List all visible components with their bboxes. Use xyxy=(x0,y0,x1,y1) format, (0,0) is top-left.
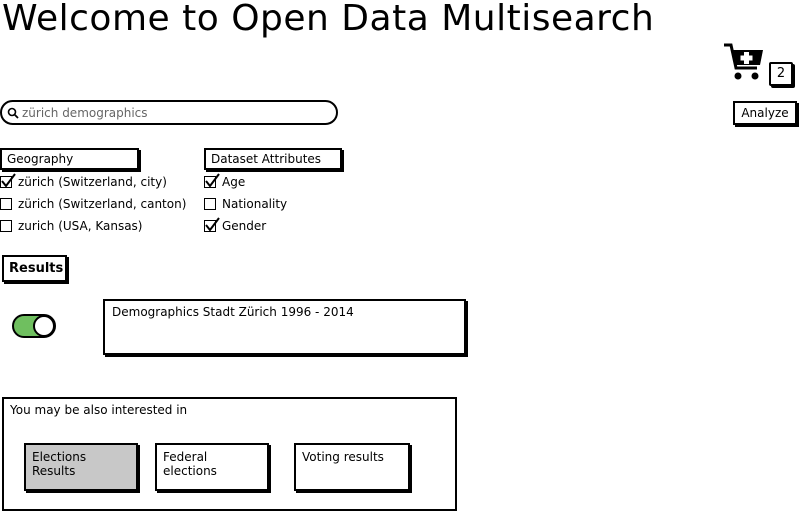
search-input[interactable] xyxy=(22,105,322,120)
page-title: Welcome to Open Data Multisearch xyxy=(2,0,655,39)
attribute-option[interactable]: Age xyxy=(204,171,364,193)
geography-option[interactable]: zurich (USA, Kansas) xyxy=(0,215,200,237)
geography-option[interactable]: zürich (Switzerland, city) xyxy=(0,171,200,193)
checkbox-checked[interactable] xyxy=(204,217,220,232)
analyze-button[interactable]: Analyze xyxy=(733,101,797,125)
search-icon xyxy=(7,107,19,119)
checkbox-checked[interactable] xyxy=(204,173,220,188)
suggestion-card[interactable]: Voting results xyxy=(294,443,410,491)
cart-icon[interactable] xyxy=(723,42,765,82)
suggestions-label: You may be also interested in xyxy=(10,403,188,417)
attribute-option-label: Gender xyxy=(222,219,267,233)
search-bar[interactable] xyxy=(0,100,338,125)
checkbox-unchecked[interactable] xyxy=(0,220,12,232)
attribute-option[interactable]: Gender xyxy=(204,215,364,237)
geography-option-label: zürich (Switzerland, city) xyxy=(18,175,167,189)
geography-option-label: zürich (Switzerland, canton) xyxy=(18,197,187,211)
suggestion-label: Federal elections xyxy=(163,450,217,478)
suggestion-card[interactable]: Federal elections xyxy=(155,443,269,491)
suggestion-label: Voting results xyxy=(302,450,384,464)
result-title: Demographics Stadt Zürich 1996 - 2014 xyxy=(112,305,354,319)
geography-header: Geography xyxy=(0,148,139,170)
suggestion-label: Elections Results xyxy=(32,450,87,478)
attribute-option-label: Age xyxy=(222,175,246,189)
attribute-option[interactable]: Nationality xyxy=(204,193,364,215)
suggestion-card-selected[interactable]: Elections Results xyxy=(24,443,138,491)
results-label: Results xyxy=(2,255,67,282)
attributes-header: Dataset Attributes xyxy=(204,148,342,170)
geography-option-label: zurich (USA, Kansas) xyxy=(18,219,143,233)
checkbox-unchecked[interactable] xyxy=(204,198,216,210)
result-toggle[interactable] xyxy=(12,313,56,338)
geography-option[interactable]: zürich (Switzerland, canton) xyxy=(0,193,200,215)
checkbox-unchecked[interactable] xyxy=(0,198,12,210)
checkbox-checked[interactable] xyxy=(0,173,16,188)
attribute-option-label: Nationality xyxy=(222,197,288,211)
attributes-facet: Dataset Attributes Age Nationality Gende… xyxy=(204,148,364,237)
result-card[interactable]: Demographics Stadt Zürich 1996 - 2014 xyxy=(103,299,466,355)
geography-facet: Geography zürich (Switzerland, city) zür… xyxy=(0,148,200,237)
cart-count-badge: 2 xyxy=(769,62,793,86)
